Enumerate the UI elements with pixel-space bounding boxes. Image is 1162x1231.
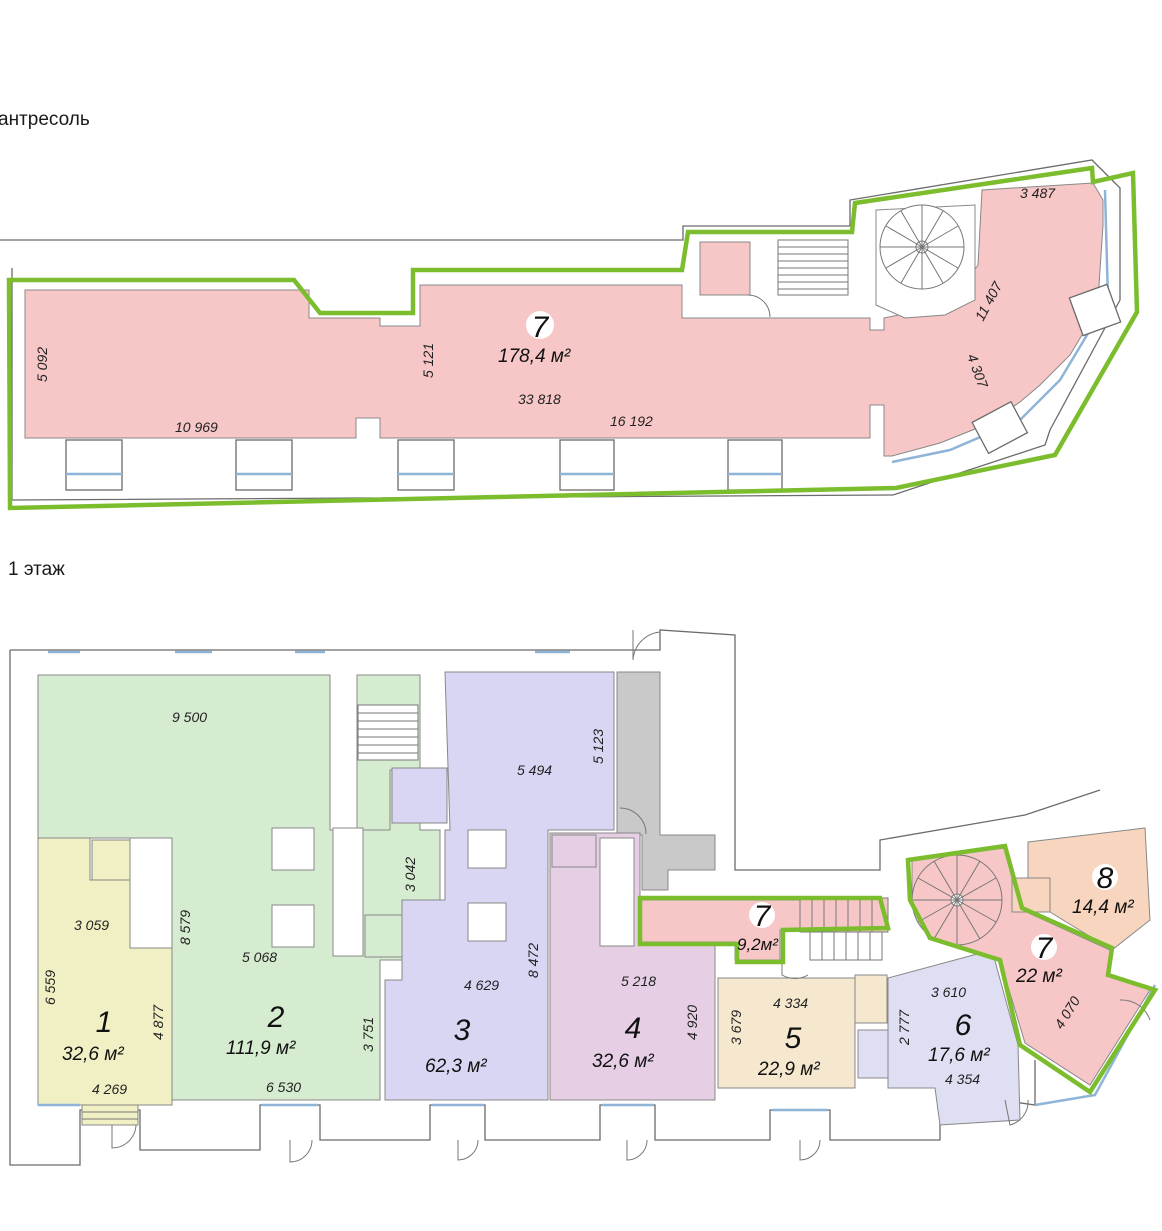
room-7-spiral-area: 22 м²	[1015, 966, 1062, 987]
dim-2777: 2 777	[896, 1009, 912, 1046]
room-2-number: 2	[267, 1001, 285, 1034]
room-6-area: 17,6 м²	[928, 1045, 990, 1066]
mezzanine-title: антресоль	[0, 109, 90, 130]
dim-3679: 3 679	[728, 1010, 744, 1045]
dim-4920: 4 920	[684, 1005, 700, 1040]
room-4-partition	[599, 837, 635, 947]
room-3[interactable]	[384, 671, 615, 1101]
room-3-wc	[391, 767, 448, 824]
mezzanine-highlight	[6, 165, 1140, 511]
dim-3042: 3 042	[402, 857, 418, 892]
room-1-number: 1	[96, 1006, 113, 1039]
room-7-spiral-highlight	[905, 843, 1159, 1096]
dim-5092: 5 092	[34, 347, 50, 382]
dim-5494: 5 494	[517, 762, 552, 778]
mezzanine-door	[747, 294, 771, 318]
room-3-column-1	[467, 829, 507, 869]
mezzanine-wc	[699, 241, 751, 296]
dim-4629: 4 629	[464, 977, 499, 993]
dim-4269: 4 269	[92, 1081, 127, 1097]
room-8-number: 8	[1097, 862, 1114, 895]
dim-5068: 5 068	[242, 949, 277, 965]
dim-5218: 5 218	[621, 973, 656, 989]
dim-3610: 3 610	[931, 984, 966, 1000]
room-5-door	[781, 950, 809, 979]
mezzanine-room-7[interactable]	[24, 182, 1104, 457]
room-7-spiral-number: 7	[1036, 932, 1054, 965]
dim-8579: 8 579	[177, 910, 193, 945]
room-6-label[interactable]: 6 17,6 м²	[928, 1009, 990, 1066]
dim-4354: 4 354	[945, 1071, 980, 1087]
room-5-number: 5	[785, 1022, 802, 1055]
room-8-label[interactable]: 8 14,4 м²	[1072, 862, 1134, 918]
mezzanine-room-number: 7	[532, 311, 550, 344]
mezzanine-room-area: 178,4 м²	[498, 346, 571, 367]
room-2-stairs	[357, 704, 419, 761]
room-7-corridor-area: 9,2м²	[737, 935, 779, 954]
dim-5121: 5 121	[420, 343, 436, 378]
corridor-door-top	[632, 630, 661, 661]
dim-8472: 8 472	[525, 943, 541, 978]
dim-3487: 3 487	[1020, 185, 1056, 201]
room-4-area: 32,6 м²	[592, 1051, 654, 1072]
room-5-area: 22,9 м²	[757, 1059, 820, 1080]
room-5-label[interactable]: 5 22,9 м²	[757, 1022, 820, 1080]
dim-5123: 5 123	[590, 729, 606, 764]
room-2-partition	[332, 827, 364, 957]
room-7-spiral-label[interactable]: 7 22 м²	[1015, 932, 1062, 987]
room-3-area: 62,3 м²	[425, 1056, 487, 1077]
mezzanine-room-7-label[interactable]: 7 178,4 м²	[498, 311, 571, 367]
room-1-label[interactable]: 1 32,6 м²	[62, 1006, 124, 1065]
room-5-wc	[854, 974, 888, 1024]
room-7-corridor-number: 7	[754, 900, 772, 933]
ground-windows	[38, 650, 1157, 1163]
room-1-partition	[129, 837, 173, 949]
mezzanine-building-outline	[0, 159, 1121, 501]
mezzanine-stairs	[777, 239, 849, 296]
dim-6559: 6 559	[42, 970, 58, 1005]
room-4-label[interactable]: 4 32,6 м²	[592, 1012, 654, 1072]
room-4-wc	[551, 834, 597, 868]
dim-4334: 4 334	[773, 995, 808, 1011]
room-5[interactable]	[717, 977, 856, 1089]
room-8-area: 14,4 м²	[1072, 897, 1134, 918]
room-7-corridor-label[interactable]: 7 9,2м²	[737, 900, 779, 954]
room-3-column-2	[467, 902, 507, 942]
room-2-column-2	[271, 904, 315, 948]
room-2-column-1	[271, 827, 315, 871]
dim-9500: 9 500	[172, 709, 207, 725]
corridor-door	[619, 807, 647, 835]
ground-building-outline	[9, 629, 1101, 1166]
room-6-wc	[857, 1029, 889, 1079]
room-4-number: 4	[625, 1012, 642, 1045]
dim-6530: 6 530	[266, 1079, 301, 1095]
ground-title: 1 этаж	[8, 559, 65, 580]
room-1-area: 32,6 м²	[62, 1044, 124, 1065]
mezzanine-windows	[65, 189, 1122, 491]
room-6[interactable]	[887, 949, 1021, 1126]
room-7-corridor-highlight	[637, 895, 891, 965]
dim-10969: 10 969	[175, 419, 218, 435]
room-1-wc	[91, 839, 133, 881]
room-3-label[interactable]: 3 62,3 м²	[425, 1014, 487, 1077]
dim-3059: 3 059	[74, 917, 109, 933]
room-2-area: 111,9 м²	[226, 1038, 296, 1059]
mezzanine-spiral-stairs	[875, 204, 976, 319]
room-3-number: 3	[454, 1014, 471, 1047]
dim-33818: 33 818	[518, 391, 561, 407]
dim-16192: 16 192	[610, 413, 653, 429]
room-1-entrance-steps	[81, 1104, 139, 1126]
dim-3751: 3 751	[360, 1017, 376, 1052]
room-6-number: 6	[955, 1009, 972, 1042]
dim-4877: 4 877	[150, 1004, 166, 1040]
room-2-label[interactable]: 2 111,9 м²	[226, 1001, 296, 1059]
